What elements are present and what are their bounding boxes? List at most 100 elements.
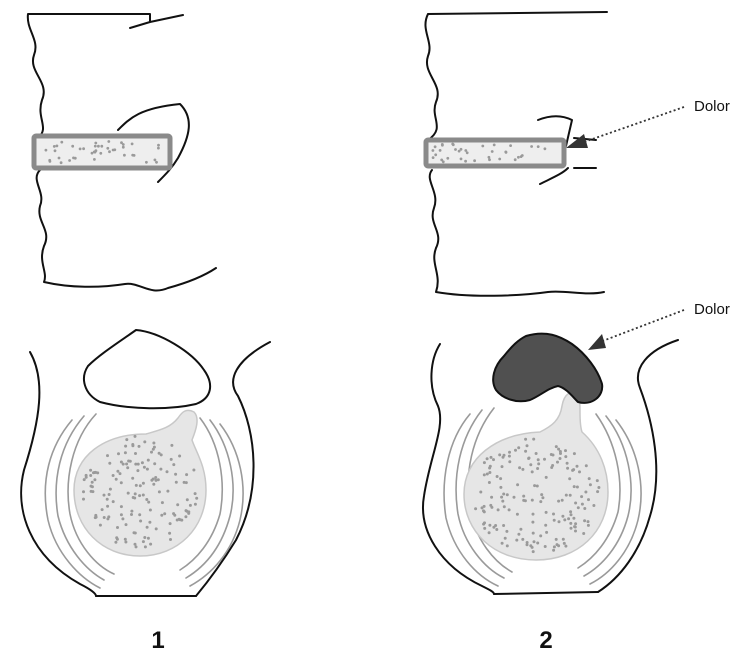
stipple-dot [454, 148, 457, 151]
stipple-dot [145, 498, 148, 501]
stipple-dot [540, 493, 543, 496]
stipple-dot [161, 501, 164, 504]
stipple-dot [136, 469, 139, 472]
stipple-dot [174, 473, 177, 476]
stipple-dot [527, 457, 530, 460]
stipple-dot [576, 486, 579, 489]
stipple-dot [536, 467, 539, 470]
stipple-dot [112, 500, 115, 503]
stipple-dot [490, 496, 493, 499]
stipple-dot [517, 156, 520, 159]
stipple-dot [108, 493, 111, 496]
stipple-dot [555, 445, 558, 448]
stipple-dot [541, 496, 544, 499]
panel-2-lateral-view: Dolor [425, 12, 729, 296]
stipple-dot [537, 458, 540, 461]
stipple-dot [489, 465, 492, 468]
stipple-dot [72, 157, 75, 160]
stipple-dot [71, 145, 74, 148]
stipple-dot [54, 149, 57, 152]
stipple-dot [124, 538, 127, 541]
stipple-dot [185, 473, 188, 476]
stipple-dot [565, 494, 568, 497]
stipple-dot [482, 523, 485, 526]
stipple-dot [506, 544, 509, 547]
stipple-dot [564, 455, 567, 458]
stipple-dot [99, 524, 102, 527]
panel-1-upper-vertebra [28, 14, 183, 138]
stipple-dot [101, 508, 104, 511]
lower-pain-arrow-head [588, 334, 606, 350]
stipple-dot [514, 449, 517, 452]
stipple-dot [93, 158, 96, 161]
stipple-dot [508, 451, 511, 454]
stipple-dot [483, 527, 486, 530]
stipple-dot [142, 540, 145, 543]
stipple-dot [131, 444, 134, 447]
stipple-dot [124, 451, 127, 454]
stipple-dot [175, 481, 178, 484]
stipple-dot [583, 519, 586, 522]
panel-2-axial-view: Dolor [423, 301, 730, 594]
stipple-dot [178, 455, 181, 458]
stipple-dot [544, 147, 547, 150]
stipple-dot [500, 496, 503, 499]
panel-number-2: 2 [539, 627, 552, 654]
stipple-dot [439, 149, 442, 152]
stipple-dot [132, 496, 135, 499]
stipple-dot [576, 465, 579, 468]
stipple-dot [535, 452, 538, 455]
stipple-dot [170, 444, 173, 447]
stipple-dot [564, 449, 567, 452]
stipple-dot [146, 526, 149, 529]
stipple-dot [570, 527, 573, 530]
stipple-dot [536, 485, 539, 488]
stipple-dot [569, 510, 572, 513]
stipple-dot [526, 543, 529, 546]
stipple-dot [514, 158, 517, 161]
stipple-dot [533, 484, 536, 487]
stipple-dot [172, 512, 175, 515]
stipple-dot [103, 494, 106, 497]
stipple-dot [115, 478, 118, 481]
panel-2-nucleus [464, 392, 608, 560]
stipple-dot [116, 526, 119, 529]
panel-2-bottom-edge [494, 592, 598, 594]
stipple-dot [578, 470, 581, 473]
stipple-dot [492, 526, 495, 529]
stipple-dot [142, 482, 145, 485]
stipple-dot [139, 520, 142, 523]
stipple-dot [518, 466, 521, 469]
stipple-dot [143, 466, 146, 469]
stipple-dot [572, 517, 575, 520]
stipple-dot [185, 509, 188, 512]
stipple-dot [160, 514, 163, 517]
stipple-dot [99, 152, 102, 155]
stipple-dot [486, 473, 489, 476]
stipple-dot [501, 500, 504, 503]
stipple-dot [501, 542, 504, 545]
stipple-dot [503, 454, 506, 457]
stipple-dot [94, 142, 97, 145]
stipple-dot [155, 479, 158, 482]
stipple-dot [95, 149, 98, 152]
stipple-dot [574, 502, 577, 505]
stipple-dot [474, 507, 477, 510]
stipple-dot [508, 455, 511, 458]
stipple-dot [544, 524, 547, 527]
stipple-dot [531, 499, 534, 502]
stipple-dot [152, 442, 155, 445]
stipple-dot [170, 458, 173, 461]
stipple-dot [113, 148, 116, 151]
stipple-dot [153, 462, 156, 465]
upper-pain-arrow-line [584, 107, 684, 142]
stipple-dot [145, 161, 148, 164]
stipple-dot [58, 157, 61, 160]
stipple-dot [522, 499, 525, 502]
stipple-dot [561, 515, 564, 518]
stipple-dot [503, 505, 506, 508]
stipple-dot [492, 458, 495, 461]
stipple-dot [163, 512, 166, 515]
stipple-dot [139, 484, 142, 487]
stipple-dot [141, 461, 144, 464]
